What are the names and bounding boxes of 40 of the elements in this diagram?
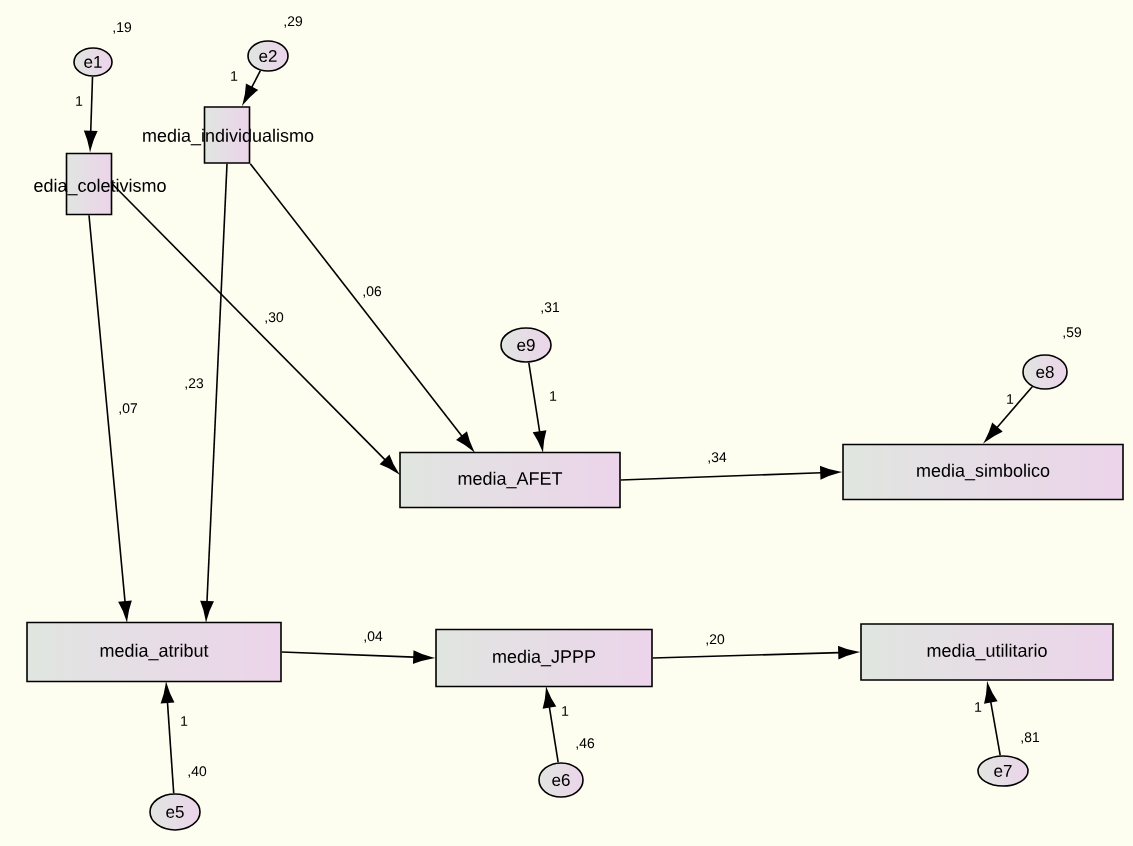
coefficient-label: 1 <box>74 95 84 107</box>
path-arrow <box>542 689 559 764</box>
path-arrow <box>620 466 840 481</box>
variance-label: ,29 <box>284 16 303 28</box>
coefficient-label: ,06 <box>361 285 383 299</box>
path-arrow <box>249 163 474 451</box>
coefficient-label: ,20 <box>704 633 726 647</box>
path-arrow <box>88 214 132 620</box>
variance-label: ,59 <box>1063 327 1082 339</box>
coefficient-label: 1 <box>548 390 558 402</box>
variance-label: ,46 <box>576 738 595 750</box>
path-arrow <box>528 361 547 450</box>
coefficient-label: 1 <box>973 701 983 713</box>
coefficient-label: 1 <box>229 70 239 82</box>
coefficient-label: ,23 <box>183 377 205 391</box>
variable-box: media_atribut <box>26 621 282 683</box>
path-arrow <box>652 646 858 660</box>
variance-label: ,19 <box>113 22 132 34</box>
variable-box: media_JPPP <box>435 628 653 688</box>
path-arrow <box>160 684 175 794</box>
coefficient-label: ,30 <box>263 311 285 325</box>
variable-box: media_AFET <box>399 451 621 509</box>
variance-label: ,31 <box>541 302 560 314</box>
variance-label: ,40 <box>188 766 207 778</box>
coefficient-label: ,04 <box>362 630 384 644</box>
path-arrow <box>281 650 433 664</box>
variable-box: media_simbolico <box>842 443 1124 501</box>
path-arrow <box>242 69 262 104</box>
path-arrow <box>111 183 399 474</box>
path-arrow <box>984 683 1001 757</box>
coefficient-label: 1 <box>1005 393 1015 405</box>
variance-label: ,81 <box>1021 732 1040 744</box>
coefficient-label: ,07 <box>117 402 139 416</box>
path-arrow <box>200 163 228 620</box>
variable-box: media_utilitario <box>860 623 1114 681</box>
coefficient-label: 1 <box>560 705 570 717</box>
path-arrow <box>84 76 98 150</box>
coefficient-label: 1 <box>179 715 189 727</box>
path-arrow <box>984 385 1034 442</box>
coefficient-label: ,34 <box>706 451 728 465</box>
